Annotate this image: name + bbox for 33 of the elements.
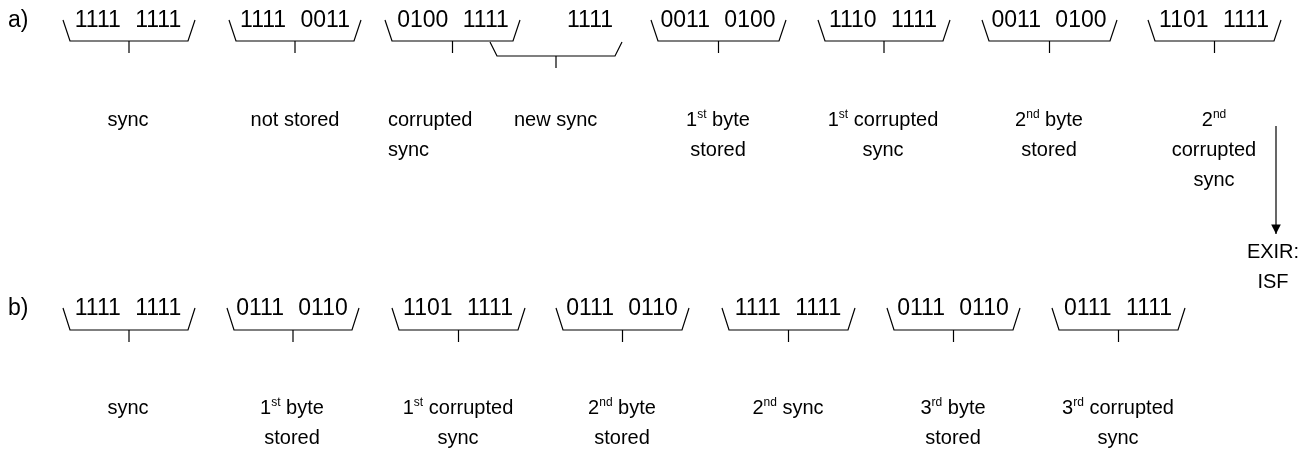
bit-pattern: 1111 0011 [239,8,351,31]
field-label: not stored [249,107,341,132]
bit-pattern: 0011 0100 [659,8,777,31]
field-label: 3$^{rd}$ byte stored [919,393,987,450]
bit-pattern: 0011 0100 [990,8,1108,31]
bit-pattern: 1101 1111 [402,296,514,319]
field-label: 1$^{st}$ byte stored [685,105,751,162]
bit-pattern: 1111 1111 [73,8,183,31]
bit-pattern: 0111 0110 [565,296,679,319]
panel-label: a) [8,8,29,31]
bit-pattern: 1110 1111 [827,8,939,31]
field-label: corrupted sync [388,107,474,162]
node-label: EXIR: ISF [1232,236,1314,296]
field-label: 2$^{nd}$ sync [751,393,825,420]
bit-pattern: 1111 1111 [73,296,183,319]
field-label: new sync [514,107,599,132]
field-label: 1$^{st}$ corrupted sync [826,105,940,162]
panel-label: b) [8,296,29,319]
field-label: 1$^{st}$ corrupted sync [401,393,515,450]
bit-pattern: 0100 1111 [396,8,510,31]
bit-pattern: 1101 1111 [1158,8,1270,31]
bit-pattern: 1111 1111 [733,296,843,319]
bit-pattern: 0111 0110 [896,296,1010,319]
field-label: 3$^{rd}$ corrupted sync [1061,393,1175,450]
field-label: sync [106,107,150,132]
field-label: 2$^{nd}$ byte stored [1014,105,1084,162]
field-label: 2$^{nd}$ byte stored [587,393,657,450]
arrow [1271,125,1281,235]
bit-pattern: 0111 1111 [1062,296,1174,319]
field-label: sync [106,395,150,420]
field-label: 1$^{st}$ byte stored [259,393,325,450]
bit-pattern: 0111 0110 [235,296,349,319]
node-label: 2$^{nd}$ corrupted sync [1164,104,1264,194]
